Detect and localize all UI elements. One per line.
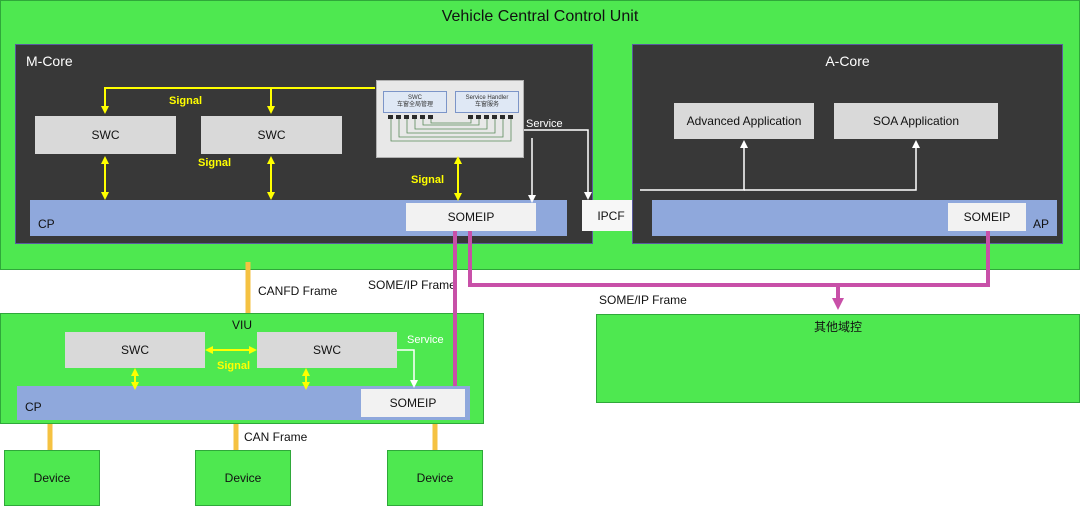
a-core-title: A-Core	[825, 53, 870, 69]
can-frame-label: CAN Frame	[244, 430, 308, 444]
viu-title: VIU	[232, 318, 253, 332]
soa-application: SOA Application	[834, 103, 998, 139]
signal-label-top: Signal	[169, 95, 203, 107]
viu-service-label: Service	[407, 334, 444, 346]
viu-someip: SOMEIP	[361, 389, 465, 417]
device-1: Device	[4, 450, 100, 506]
m-core-swc-2: SWC	[201, 116, 342, 154]
vccu-title: Vehicle Central Control Unit	[441, 8, 639, 25]
svc-swc-label: SWC 车窗全局管理	[396, 95, 433, 108]
someip-frame-label-right: SOME/IP Frame	[599, 293, 687, 307]
service-label-mcore: Service	[526, 118, 563, 130]
ipcf-box: IPCF	[582, 200, 640, 231]
a-core-someip: SOMEIP	[948, 203, 1026, 231]
viu-cp-label: CP	[25, 400, 42, 414]
svc-handler-label: Service Handler 车窗服务	[465, 95, 509, 108]
someip-frame-label-left: SOME/IP Frame	[368, 278, 456, 292]
other-domain-controller	[596, 314, 1080, 403]
svc-handler-box: Service Handler 车窗服务	[455, 91, 519, 113]
service-handler-diagram: SWC 车窗全局管理 Service Handler 车窗服务	[376, 80, 524, 158]
svc-wiring	[388, 115, 513, 142]
viu-swc-2: SWC	[257, 332, 397, 368]
advanced-application: Advanced Application	[674, 103, 814, 139]
viu-signal-label: Signal	[217, 360, 251, 372]
other-domain-title: 其他域控	[813, 320, 862, 334]
viu-swc-1: SWC	[65, 332, 205, 368]
canfd-frame-label: CANFD Frame	[258, 284, 338, 298]
m-core-cp-label: CP	[38, 217, 55, 231]
device-3: Device	[387, 450, 483, 506]
a-core-ap-label: AP	[1033, 217, 1050, 231]
signal-label-mid: Signal	[198, 157, 232, 169]
m-core-swc-1: SWC	[35, 116, 176, 154]
m-core-title: M-Core	[26, 53, 73, 69]
svc-swc-box: SWC 车窗全局管理	[383, 91, 447, 113]
signal-label-low: Signal	[411, 174, 445, 186]
device-2: Device	[195, 450, 291, 506]
m-core-someip: SOMEIP	[406, 203, 536, 231]
